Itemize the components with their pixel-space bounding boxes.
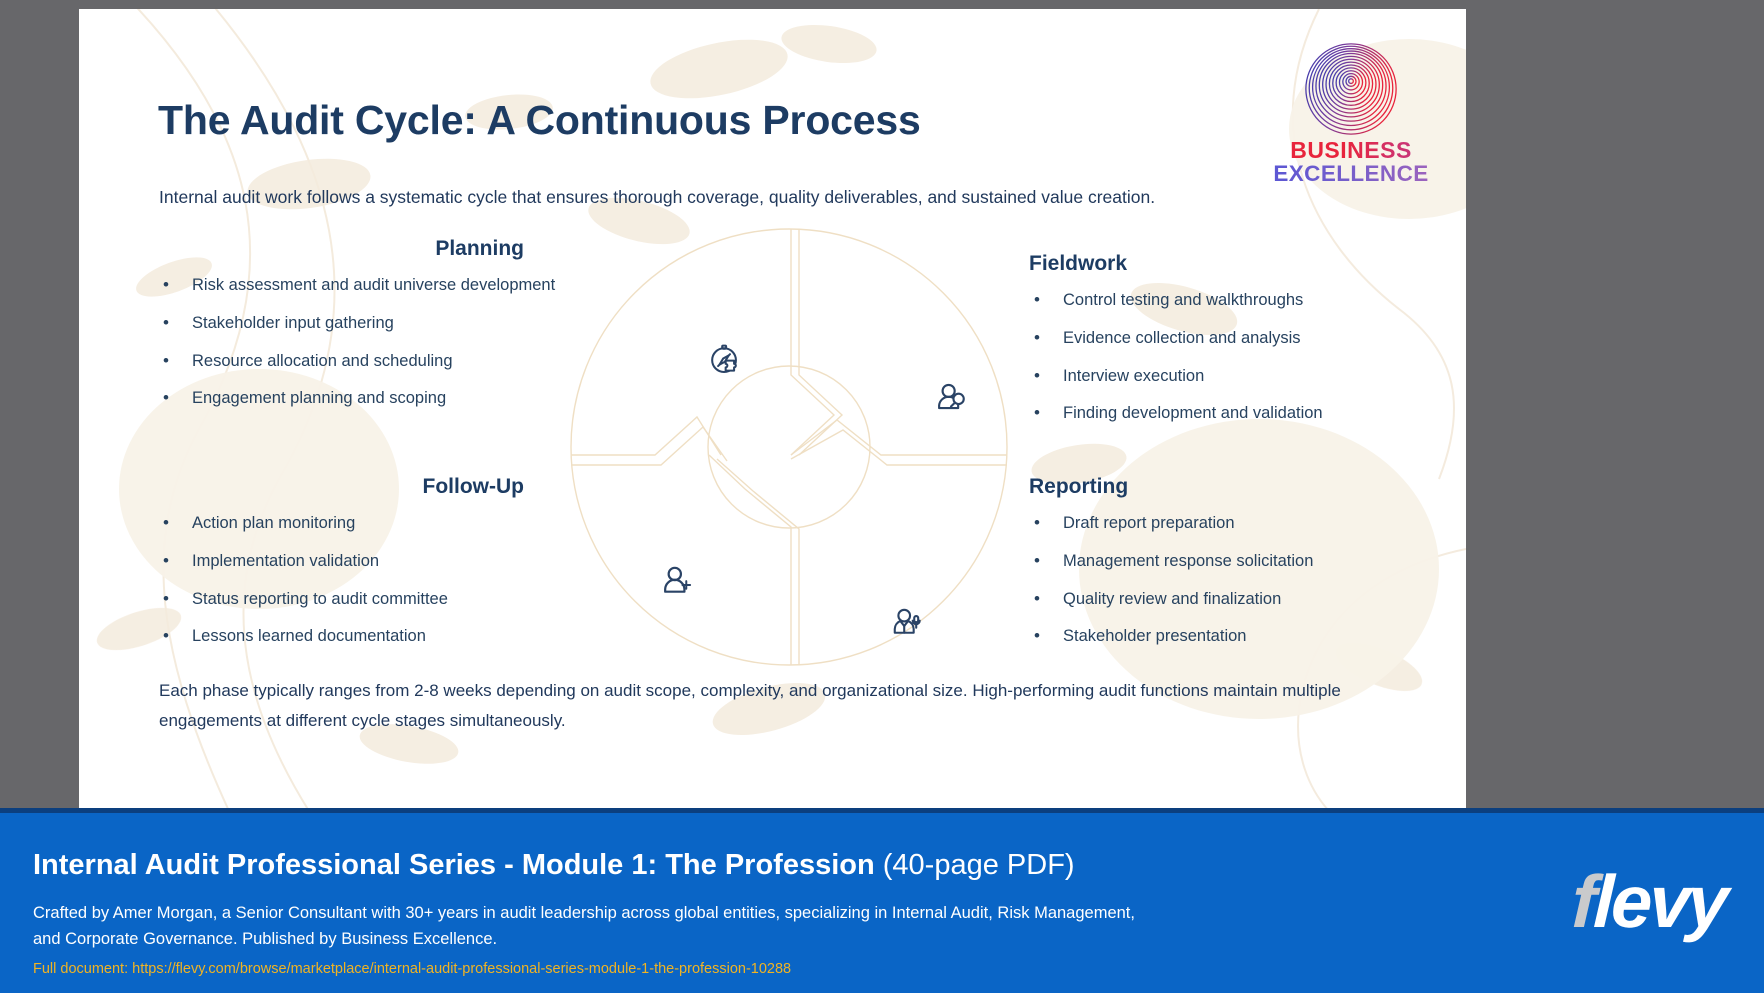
footnote-paragraph: Each phase typically ranges from 2-8 wee… — [159, 681, 1341, 730]
list-item: Draft report preparation — [1029, 510, 1449, 536]
banner-title-main: Internal Audit Professional Series - Mod… — [33, 849, 875, 881]
banner-url-link[interactable]: Full document: https://flevy.com/browse/… — [33, 961, 792, 977]
quadrant-heading-planning: Planning — [435, 237, 524, 260]
quadrant-list-planning: Risk assessment and audit universe devel… — [158, 272, 578, 411]
quadrant-list-reporting: Draft report preparation Management resp… — [1029, 510, 1449, 649]
concentric-spiral-icon — [1305, 43, 1397, 135]
quadrant-fieldwork: Fieldwork Control testing and walkthroug… — [1029, 252, 1449, 439]
brand-line-1: BUSINESS — [1271, 138, 1431, 162]
list-item: Implementation validation — [158, 548, 578, 574]
list-item: Stakeholder input gathering — [158, 310, 578, 336]
slide-canvas: The Audit Cycle: A Continuous Process In… — [79, 9, 1466, 811]
brand-line-2: EXCELLENCE — [1271, 162, 1431, 186]
list-item: Status reporting to audit committee — [158, 586, 578, 612]
quadrant-followup: Follow-Up Action plan monitoring Impleme… — [158, 475, 578, 662]
list-item: Lessons learned documentation — [158, 623, 578, 649]
list-item: Evidence collection and analysis — [1029, 325, 1449, 351]
list-item: Control testing and walkthroughs — [1029, 287, 1449, 313]
list-item: Resource allocation and scheduling — [158, 348, 578, 374]
banner-title: Internal Audit Professional Series - Mod… — [33, 849, 1075, 882]
quadrant-list-followup: Action plan monitoring Implementation va… — [158, 510, 578, 649]
flevy-logo-levy: levy — [1592, 860, 1728, 943]
list-item: Interview execution — [1029, 363, 1449, 389]
quadrant-planning: Planning Risk assessment and audit unive… — [158, 237, 578, 424]
person-magnifier-icon — [938, 383, 965, 410]
flevy-logo[interactable]: flevy — [1571, 860, 1728, 943]
person-add-icon — [664, 566, 692, 593]
page-title: The Audit Cycle: A Continuous Process — [158, 97, 921, 143]
person-presenter-icon — [893, 608, 921, 634]
promo-banner: Internal Audit Professional Series - Mod… — [0, 808, 1764, 993]
list-item: Stakeholder presentation — [1029, 623, 1449, 649]
audit-cycle-diagram — [570, 228, 1008, 666]
page-subtitle: Internal audit work follows a systematic… — [159, 187, 1156, 207]
quadrant-heading-fieldwork: Fieldwork — [1029, 252, 1128, 275]
list-item: Management response solicitation — [1029, 548, 1449, 574]
list-item: Quality review and finalization — [1029, 586, 1449, 612]
quadrant-reporting: Reporting Draft report preparation Manag… — [1029, 475, 1449, 662]
quadrant-heading-reporting: Reporting — [1029, 475, 1129, 498]
quadrant-list-fieldwork: Control testing and walkthroughs Evidenc… — [1029, 287, 1449, 426]
list-item: Action plan monitoring — [158, 510, 578, 536]
banner-title-pages: (40-page PDF) — [882, 849, 1075, 881]
list-item: Finding development and validation — [1029, 400, 1449, 426]
quadrant-heading-followup: Follow-Up — [422, 475, 524, 498]
banner-description: Crafted by Amer Morgan, a Senior Consult… — [33, 904, 1135, 948]
list-item: Risk assessment and audit universe devel… — [158, 272, 578, 298]
compass-puzzle-icon — [711, 344, 737, 374]
business-excellence-logo: BUSINESS EXCELLENCE — [1271, 41, 1431, 186]
list-item: Engagement planning and scoping — [158, 385, 578, 411]
